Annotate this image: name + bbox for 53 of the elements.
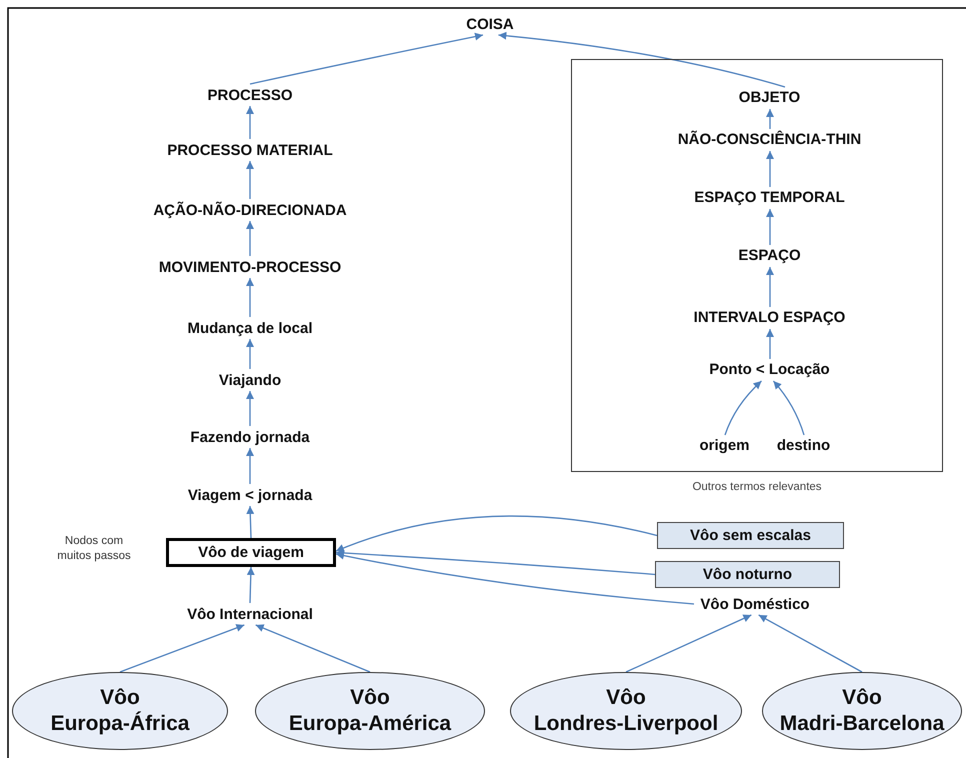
arrow — [246, 221, 254, 256]
concept-label: Mudança de local — [160, 317, 340, 339]
arrow — [766, 109, 774, 129]
side-note: Nodos com muitos passos — [56, 534, 132, 564]
concept-label: Fazendo jornada — [165, 426, 335, 448]
arrow — [766, 209, 774, 245]
arrow — [766, 329, 774, 359]
concept-ellipse: Vôo Madri-Barcelona — [762, 672, 962, 750]
concept-ellipse: Vôo Europa-África — [12, 672, 228, 750]
arrow — [336, 552, 694, 605]
group-caption: Outros termos relevantes — [691, 481, 823, 493]
arrow — [246, 506, 254, 538]
arrow — [246, 391, 254, 426]
concept-label: PROCESSO — [195, 84, 305, 106]
concept-label: Viajando — [200, 369, 300, 391]
concept-label: Viagem < jornada — [160, 484, 340, 506]
arrow — [336, 548, 656, 576]
arrow — [250, 32, 484, 85]
concept-ellipse: Vôo Europa-América — [255, 672, 485, 750]
arrow — [246, 106, 254, 139]
concept-box: Vôo noturno — [655, 561, 840, 588]
concept-label: MOVIMENTO-PROCESSO — [135, 256, 365, 278]
arrow — [766, 151, 774, 187]
concept-label: OBJETO — [720, 86, 820, 108]
arrow — [758, 614, 862, 673]
arrow — [498, 32, 786, 88]
arrow — [772, 380, 805, 436]
arrow — [766, 267, 774, 307]
concept-label: PROCESSO MATERIAL — [150, 139, 350, 161]
concept-box: Vôo sem escalas — [657, 522, 844, 549]
concept-label: destino — [768, 434, 840, 456]
concept-box: Vôo de viagem — [166, 538, 336, 567]
concept-label: ESPAÇO — [720, 244, 820, 266]
arrow — [246, 278, 254, 317]
concept-label: origem — [690, 434, 760, 456]
arrow — [336, 515, 658, 552]
concept-label: Ponto < Locação — [684, 358, 854, 380]
concept-label: AÇÃO-NÃO-DIRECIONADA — [130, 199, 370, 221]
arrow — [255, 624, 370, 673]
concept-label: NÃO-CONSCIÊNCIA-THIN — [654, 128, 884, 150]
arrow — [724, 380, 762, 436]
concept-label: ESPAÇO TEMPORAL — [670, 186, 870, 208]
arrow — [120, 624, 245, 673]
arrow — [246, 161, 254, 199]
arrow — [246, 339, 254, 369]
concept-ellipse: Vôo Londres-Liverpool — [510, 672, 742, 750]
concept-label: INTERVALO ESPAÇO — [674, 306, 864, 328]
concept-label: Vôo Internacional — [155, 603, 345, 625]
arrow — [246, 566, 255, 604]
concept-label: COISA — [455, 13, 525, 35]
arrow — [626, 614, 752, 673]
arrow — [246, 448, 254, 484]
concept-label: Vôo Doméstico — [694, 593, 816, 615]
